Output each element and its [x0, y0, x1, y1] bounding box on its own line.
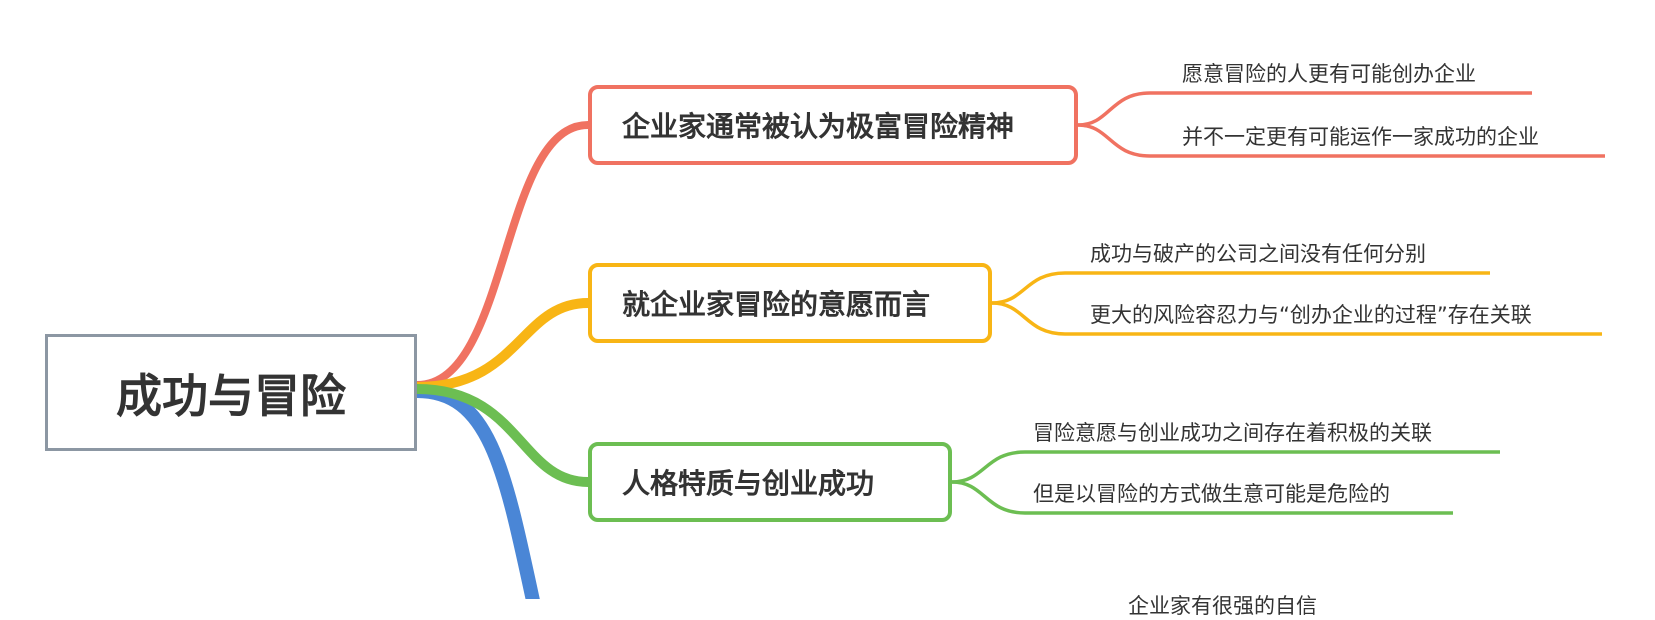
topic-entrepreneur-risk-spirit[interactable]: 企业家通常被认为极富冒险精神	[588, 85, 1078, 165]
sub-connector-3b	[951, 480, 1453, 515]
sub-connector-3a	[951, 450, 1500, 484]
topic-label: 就企业家冒险的意愿而言	[622, 288, 931, 321]
mindmap-connectors	[410, 91, 1605, 599]
sub-connector-2b	[991, 301, 1602, 336]
sub-connector-2a	[991, 271, 1490, 305]
branch-connector-1	[413, 121, 592, 389]
topic-personality-and-success[interactable]: 人格特质与创业成功	[588, 442, 952, 522]
sub-connector-1a	[1077, 91, 1532, 127]
topic-label: 人格特质与创业成功	[622, 467, 875, 500]
subtopic-3b[interactable]: 但是以冒险的方式做生意可能是危险的	[1033, 482, 1390, 506]
subtopic-1a[interactable]: 愿意冒险的人更有可能创办企业	[1182, 62, 1476, 86]
branch-connector-4	[410, 384, 540, 599]
central-topic[interactable]: 成功与冒险	[45, 334, 417, 451]
subtopic-2a[interactable]: 成功与破产的公司之间没有任何分别	[1090, 242, 1426, 266]
topic-risk-willingness[interactable]: 就企业家冒险的意愿而言	[588, 263, 992, 343]
topic-label: 企业家通常被认为极富冒险精神	[622, 110, 1015, 143]
subtopic-4a[interactable]: 企业家有很强的自信	[1128, 594, 1317, 618]
subtopic-1b[interactable]: 并不一定更有可能运作一家成功的企业	[1182, 125, 1539, 149]
sub-connector-1b	[1077, 123, 1605, 158]
subtopic-3a[interactable]: 冒险意愿与创业成功之间存在着积极的关联	[1033, 421, 1432, 445]
branch-connector-2	[412, 298, 593, 392]
subtopic-2b[interactable]: 更大的风险容忍力与“创办企业的过程”存在关联	[1090, 303, 1532, 327]
branch-connector-3	[412, 384, 593, 487]
